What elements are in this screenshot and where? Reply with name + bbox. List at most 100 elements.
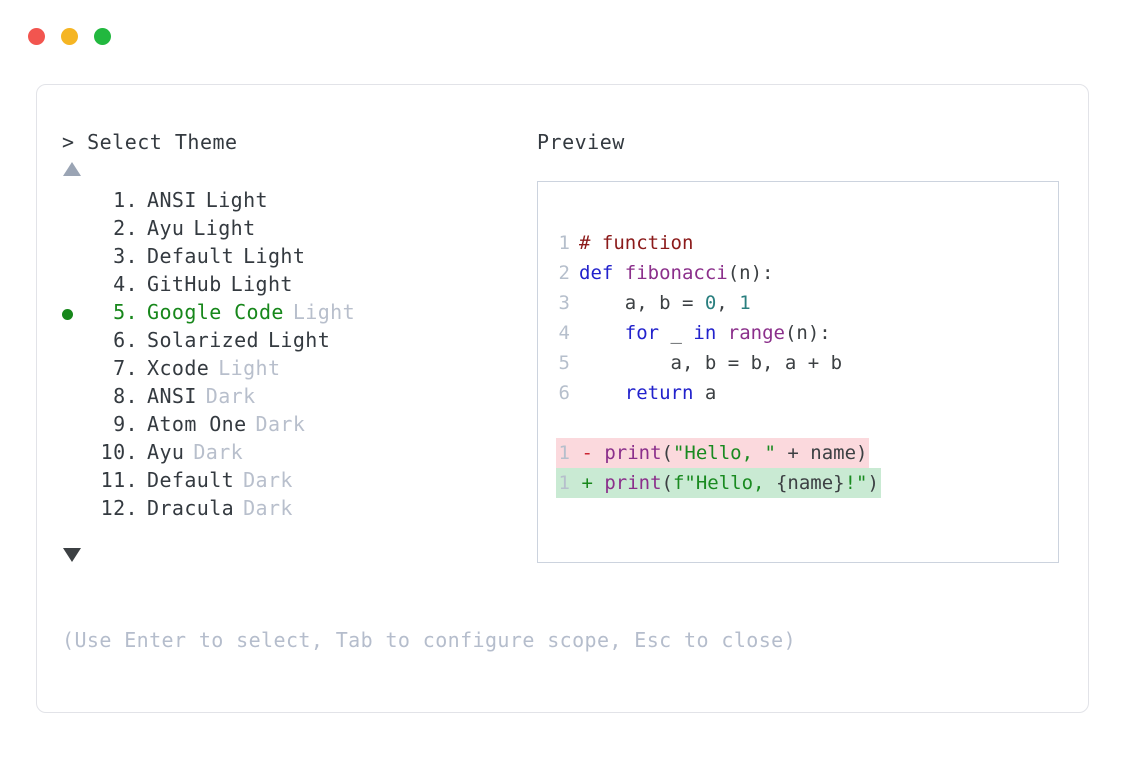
theme-item-number: 1. — [100, 188, 138, 212]
bullet-placeholder — [62, 440, 92, 468]
code-token: a, b = — [579, 292, 705, 314]
theme-list-item[interactable]: 1. ANSI Light — [62, 188, 532, 216]
code-token: for — [624, 322, 660, 344]
theme-item-number: 4. — [100, 272, 138, 296]
theme-item-number: 10. — [100, 440, 138, 464]
theme-item-name: GitHub — [147, 272, 222, 296]
theme-item-number: 7. — [100, 356, 138, 380]
code-line: 3 a, b = 0, 1 — [538, 288, 1058, 318]
bullet-placeholder — [62, 496, 92, 524]
code-line: 4 for _ in range(n): — [538, 318, 1058, 348]
code-token: print — [604, 442, 662, 464]
preview-title: Preview — [537, 130, 625, 154]
window-close-button[interactable] — [28, 28, 45, 45]
scroll-down-icon[interactable] — [63, 548, 81, 562]
code-token — [716, 322, 727, 344]
code-token: _ — [659, 322, 694, 344]
theme-item-number: 12. — [100, 496, 138, 520]
diff-added-line: 1 + print(f"Hello, {name}!") — [538, 468, 1058, 498]
code-token: fibonacci — [624, 262, 728, 284]
bullet-placeholder — [62, 272, 92, 300]
code-line-content: print("Hello, " + name) — [604, 442, 867, 464]
code-token: ) — [867, 472, 879, 494]
code-line-number: 5 — [558, 352, 570, 374]
code-line: 6 return a — [538, 378, 1058, 408]
theme-item-name: Google Code — [147, 300, 284, 324]
scroll-down-row[interactable] — [62, 540, 532, 570]
scroll-up-icon[interactable] — [63, 162, 81, 176]
code-line-number: 1 — [558, 472, 570, 494]
code-line-number: 1 — [558, 232, 570, 254]
theme-item-number: 6. — [100, 328, 138, 352]
code-token: a — [693, 382, 717, 404]
window-titlebar — [28, 28, 111, 45]
code-line-number: 1 — [558, 442, 570, 464]
code-token — [579, 382, 625, 404]
code-line-content: # function — [570, 232, 693, 254]
theme-item-variant: Dark — [193, 440, 244, 464]
bullet-placeholder — [62, 384, 92, 412]
code-token: print — [604, 472, 662, 494]
code-line-content: for _ in range(n): — [570, 322, 831, 344]
code-token: "Hello, " — [672, 442, 776, 464]
diff-marker: + — [570, 472, 605, 494]
theme-list-item[interactable]: 4. GitHub Light — [62, 272, 532, 300]
diff-removed-line: 1 - print("Hello, " + name) — [538, 438, 1058, 468]
code-token: 0 — [704, 292, 717, 314]
theme-item-name: Dracula — [147, 496, 235, 520]
theme-item-name: Atom One — [147, 412, 247, 436]
code-token: range — [727, 322, 785, 344]
theme-item-name: ANSI — [147, 188, 197, 212]
theme-list-item[interactable]: 12. Dracula Dark — [62, 496, 532, 524]
theme-item-variant: Light — [230, 272, 293, 296]
theme-list-item[interactable]: 10. Ayu Dark — [62, 440, 532, 468]
code-line-number: 3 — [558, 292, 570, 314]
diff-line-inner: 1 - print("Hello, " + name) — [556, 438, 870, 468]
code-token: def — [579, 262, 625, 284]
code-token: {name} — [775, 472, 845, 494]
code-token: a, b = b, a + b — [579, 352, 843, 374]
code-line-number: 6 — [558, 382, 570, 404]
scroll-up-row[interactable] — [62, 154, 532, 184]
code-line: 5 a, b = b, a + b — [538, 348, 1058, 378]
theme-item-variant: Dark — [243, 496, 293, 520]
theme-item-variant: Dark — [243, 468, 293, 492]
window-maximize-button[interactable] — [94, 28, 111, 45]
code-line-content: print(f"Hello, {name}!") — [604, 472, 879, 494]
bullet-placeholder — [62, 328, 92, 356]
theme-item-name: Default — [147, 244, 235, 268]
code-token: ( — [661, 472, 673, 494]
code-token: !" — [844, 472, 868, 494]
code-token: ( — [661, 442, 673, 464]
selection-dot-icon — [62, 308, 73, 320]
code-token: + name) — [775, 442, 868, 464]
bullet-placeholder — [62, 412, 92, 440]
theme-item-number: 5. — [100, 300, 138, 324]
theme-item-variant: Light — [267, 328, 331, 352]
code-token: return — [624, 382, 694, 404]
theme-item-name: Default — [147, 468, 235, 492]
code-token: f"Hello, — [672, 472, 776, 494]
theme-item-number: 9. — [100, 412, 138, 436]
theme-item-name: Xcode — [147, 356, 210, 380]
code-blank-line — [538, 408, 1058, 438]
theme-item-name: ANSI — [147, 384, 197, 408]
theme-item-variant: Light — [243, 244, 306, 268]
keyboard-hint: (Use Enter to select, Tab to configure s… — [62, 628, 797, 652]
theme-item-name: Ayu — [147, 440, 185, 464]
page-title: > Select Theme — [62, 130, 238, 154]
window-minimize-button[interactable] — [61, 28, 78, 45]
theme-item-variant: Light — [205, 188, 268, 212]
